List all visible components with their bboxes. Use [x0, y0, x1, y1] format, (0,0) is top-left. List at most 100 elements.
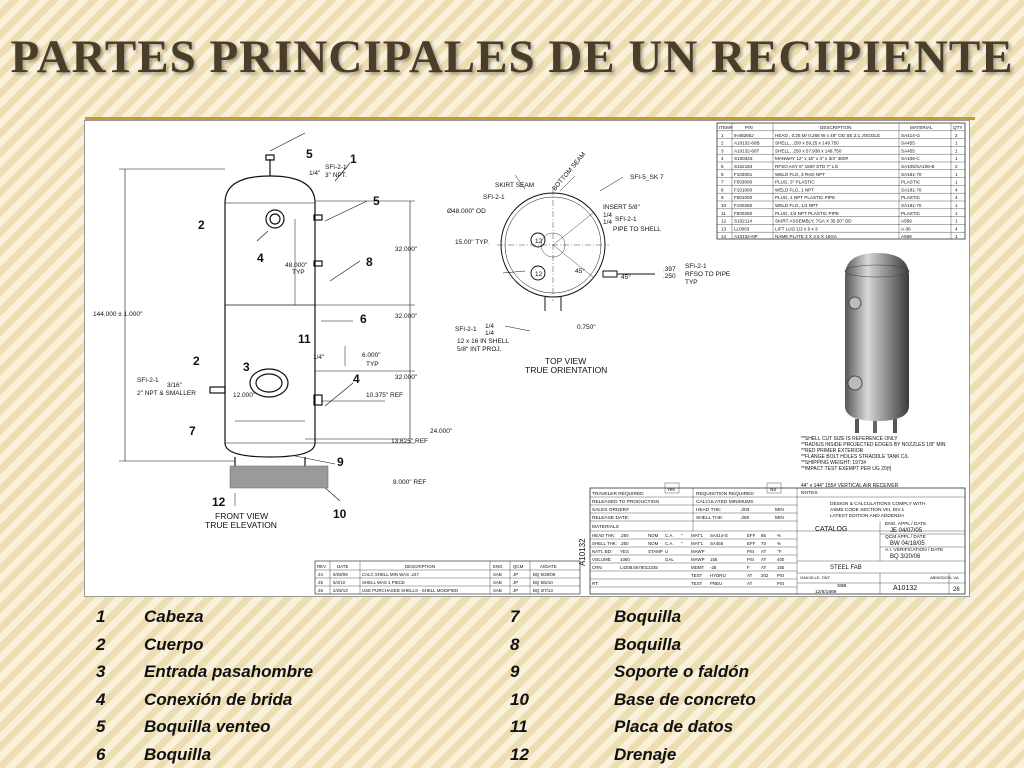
- bom-cell: SA181-70: [901, 172, 922, 177]
- callout-5a: 5: [306, 147, 313, 161]
- revision-cell: SAB: [493, 580, 502, 585]
- revision-cell: 25: [318, 580, 323, 585]
- revision-cell: SAB: [493, 572, 502, 577]
- legend-number: 9: [510, 662, 520, 681]
- top-view-caption-2: TRUE ORIENTATION: [525, 365, 607, 375]
- legend-number: 11: [510, 717, 528, 736]
- top-label-typ: 15.00" TYP.: [455, 239, 489, 246]
- tb-head-thk: HEAD THK:: [696, 507, 722, 513]
- legend-label: Boquilla: [614, 607, 682, 626]
- tank-photo: [844, 253, 910, 433]
- bom-cell: 4: [955, 226, 958, 231]
- legend-number: 12: [510, 744, 529, 764]
- tb-qcm-appl: QCM APPL / DATE: [885, 534, 926, 540]
- bom-cell: PLASTIC: [901, 195, 921, 200]
- callout-2a: 2: [198, 218, 205, 232]
- spec-cell: .250: [620, 541, 629, 546]
- top-label-rfso: RFSO TO PIPE: [685, 271, 731, 278]
- rev-header-ai: AI/DATE: [540, 564, 557, 569]
- spec-cell: PSI: [777, 581, 784, 586]
- revision-cell: SAB: [493, 588, 502, 593]
- bom-cell: 13: [721, 226, 727, 231]
- callout-10: 10: [333, 507, 347, 521]
- tb-rotated-no: A10132: [578, 538, 587, 566]
- legend-label: Boquilla venteo: [144, 717, 271, 736]
- bom-cell: 4: [955, 187, 958, 192]
- revision-cell: 5/4/10: [333, 580, 346, 585]
- note-line-1: **SHELL CUT SIZE IS REFERENCE ONLY: [801, 436, 898, 442]
- top-label-pipe: PIPE TO SHELL: [613, 226, 661, 233]
- spec-cell: °F: [777, 549, 782, 554]
- tb-steel-fab: STEEL FAB: [830, 565, 862, 571]
- legend-label: Soporte o faldón: [614, 662, 750, 681]
- spec-cell: YES: [620, 549, 629, 554]
- tb-requisition: REQUISITION REQUIRED: [696, 491, 754, 497]
- bom-cell: PLASTIC: [901, 180, 921, 185]
- top-label-typ-b: TYP: [685, 279, 698, 286]
- bom-cell: LL0063: [734, 226, 750, 231]
- top-label-insert: INSERT 5/8": [603, 204, 640, 211]
- legend-label: Drenaje: [614, 744, 677, 764]
- top-label-45a: 45°: [575, 267, 585, 275]
- spec-cell: -28: [710, 565, 717, 570]
- top-label-12a: 12: [535, 238, 543, 245]
- spec-cell: EFF: [747, 533, 756, 538]
- bom-cell: SA106-C: [901, 156, 920, 161]
- spec-cell: GAL: [665, 557, 674, 562]
- tb-calculated: CALCULATED MINIMUMS: [696, 499, 753, 505]
- rev-header-eng: ENG: [493, 564, 503, 569]
- spec-cell: PSI: [747, 549, 754, 554]
- revision-cell: 2/29/13: [333, 588, 348, 593]
- spec-cell: HYDRO: [710, 573, 726, 578]
- front-view: [119, 132, 415, 506]
- bom-cell: A10132-60B: [734, 141, 760, 146]
- callout-9: 9: [337, 455, 344, 469]
- spec-cell: MDMT: [691, 565, 704, 570]
- concrete-base: [230, 466, 328, 488]
- tb-head-thk-val: .203: [740, 507, 750, 513]
- tb-ai-appl: A.I. VERIFICATION / DATE: [885, 547, 943, 553]
- bom-cell: PLUG, 1/4 NPT PLASTIC PIPE: [775, 211, 839, 216]
- tb-sales: SALES ORDER#: [592, 507, 629, 513]
- spec-cell: HEAD THK:: [592, 533, 615, 538]
- bom-header-pn: P/N: [745, 125, 753, 130]
- dim-6: 6.000": [362, 352, 381, 359]
- top-label-bottom-seam: BOTTOM SEAM: [551, 151, 587, 192]
- legend-number: 6: [96, 744, 106, 764]
- spec-cell: SHELL THK:: [592, 541, 617, 546]
- spec-cell: TEST: [691, 581, 703, 586]
- bom-cell: F100250: [734, 203, 753, 208]
- spec-cell: MAT'L: [691, 533, 704, 538]
- top-label-sfi-d: SFI-2-1: [455, 326, 477, 333]
- dim-10375: 10.375" REF: [366, 392, 403, 399]
- bom-cell: PLUG, 3" PLASTIC: [775, 180, 815, 185]
- spec-cell: AT: [761, 549, 767, 554]
- rev-header-desc: DESCRIPTION: [405, 564, 435, 569]
- spec-cell: AT: [747, 581, 753, 586]
- tb-qcm-val: BW 04/18/05: [890, 541, 925, 547]
- dim-6-typ: TYP: [366, 361, 379, 368]
- callout-6: 6: [360, 312, 367, 326]
- tb-materials: MATERIALS: [592, 524, 619, 530]
- note-line-4: **FLANGE BOLT HOLES STRADDLE TANK C/L: [801, 454, 909, 460]
- tb-design-1: DESIGN & CALCULATIONS COMPLY WITH: [830, 501, 926, 507]
- bom-header-material: MATERIAL: [910, 125, 933, 130]
- bom-cell: PLUG, 1 NPT PLASTIC PIPE: [775, 195, 835, 200]
- spec-cell: %: [777, 533, 781, 538]
- title-underline: [85, 117, 975, 120]
- note-sfi-b: SFI-2-1: [137, 377, 159, 384]
- callout-7: 7: [189, 424, 196, 438]
- callout-8: 8: [366, 255, 373, 269]
- top-label-397: .397: [663, 266, 676, 273]
- spec-cell: MAWP: [691, 549, 705, 554]
- legend-number: 4: [96, 689, 106, 709]
- bom-cell: 2: [955, 133, 958, 138]
- bom-cell: 1: [955, 219, 958, 224]
- bom-cell: SA455: [901, 148, 915, 153]
- bom-cell: SA414-G: [901, 133, 920, 138]
